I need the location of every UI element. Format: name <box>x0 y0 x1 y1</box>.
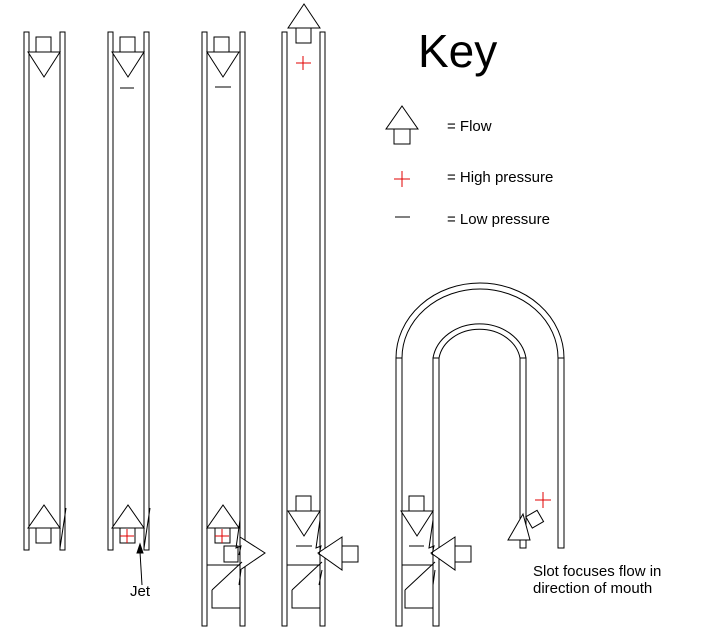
jet-line <box>235 519 242 556</box>
pipe-2 <box>107 31 151 586</box>
key-title: Key <box>418 25 497 77</box>
plus-icon <box>535 492 551 508</box>
key-flow-arrow-icon <box>385 105 419 145</box>
flow-arrow-up-icon <box>287 495 321 537</box>
flow-arrow-up-icon <box>287 3 321 44</box>
plus-icon <box>120 529 134 543</box>
jet-pointer <box>139 551 143 586</box>
jet-line <box>428 519 435 556</box>
slot-caption-line-2: direction of mouth <box>533 580 652 597</box>
plus-icon <box>296 56 311 70</box>
pipe-1 <box>23 31 67 551</box>
key-label-low-pressure: = Low pressure <box>447 211 550 228</box>
key-plus-icon <box>394 171 410 187</box>
pipe-5 <box>395 282 565 627</box>
slot-caption-line-1: Slot focuses flow in <box>533 563 661 580</box>
jet-label: Jet <box>130 583 151 600</box>
flow-arrow-up-icon <box>27 504 61 544</box>
pipe-4 <box>281 3 359 627</box>
plus-icon <box>215 529 229 543</box>
flow-arrow-down-icon <box>27 36 61 78</box>
jet-line <box>315 519 322 556</box>
key-label-high-pressure: = High pressure <box>447 169 553 186</box>
flow-arrow-down-icon <box>111 36 145 78</box>
flow-arrow-up-icon <box>111 504 145 544</box>
jet-line <box>143 507 151 549</box>
key-label-flow: = Flow <box>447 118 492 135</box>
jet-pointer-head <box>136 542 144 554</box>
flow-arrow-up-icon <box>206 504 240 544</box>
flow-arrow-right-icon <box>239 536 266 571</box>
jet-line <box>59 507 67 549</box>
pipe-3 <box>201 31 266 627</box>
flow-arrow-down-icon <box>400 495 434 537</box>
flow-arrow-down-icon <box>206 36 240 78</box>
slot-flow-arrow-icon <box>507 509 545 541</box>
